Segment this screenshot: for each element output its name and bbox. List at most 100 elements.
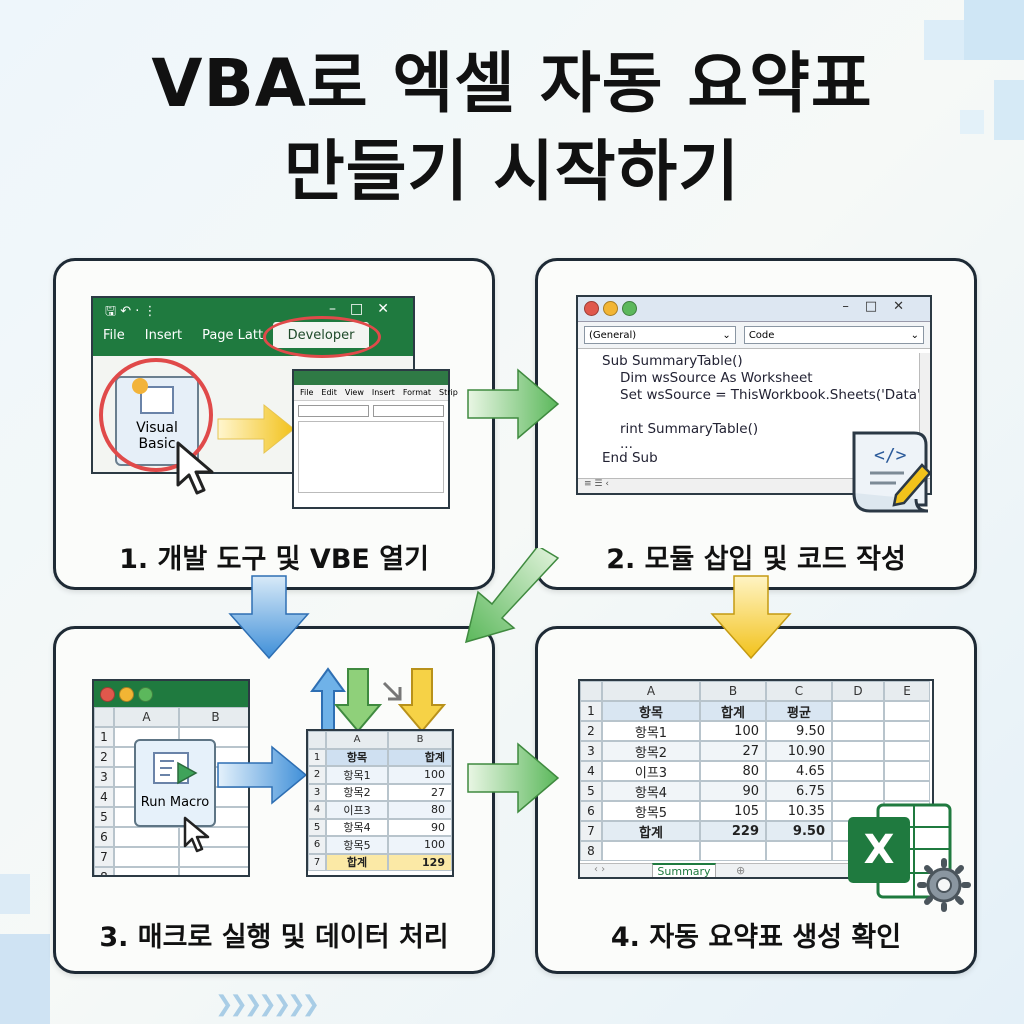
chevron-down-icon: ⌄: [910, 329, 919, 341]
step-4-caption: 4. 자동 요약표 생성 확인: [610, 922, 902, 953]
vbe-menu-view[interactable]: View: [344, 388, 364, 397]
grid-cell[interactable]: [884, 741, 930, 761]
row-header: 5: [580, 781, 602, 801]
summary-cell[interactable]: 이프3: [602, 761, 700, 781]
table-total-cell[interactable]: 100: [388, 766, 452, 784]
tab-insert[interactable]: Insert: [144, 328, 183, 343]
summary-cell[interactable]: 항목5: [602, 801, 700, 821]
summary-cell[interactable]: 4.65: [766, 761, 832, 781]
table-total-cell[interactable]: 27: [388, 783, 452, 801]
grid-cell[interactable]: [114, 827, 179, 847]
grid-cell[interactable]: [179, 847, 248, 867]
general-dropdown[interactable]: (General)⌄: [584, 326, 736, 344]
excel-window: 🖫 ↶ · ⋮ –□✕ File Insert Page Latt Develo…: [91, 296, 415, 474]
column-header: D: [832, 681, 884, 701]
table-total-cell[interactable]: 129: [388, 853, 452, 871]
summary-cell[interactable]: 100: [700, 721, 766, 741]
summary-cell[interactable]: 27: [700, 741, 766, 761]
summary-cell[interactable]: 80: [700, 761, 766, 781]
row-header: 3: [94, 767, 114, 787]
summary-cell[interactable]: 합계: [602, 821, 700, 841]
table-item-cell[interactable]: 이프3: [326, 801, 388, 819]
horizontal-scrollbar[interactable]: ≡ ☰ ‹: [578, 478, 930, 493]
summary-cell[interactable]: 10.90: [766, 741, 832, 761]
tab-file[interactable]: File: [103, 328, 125, 343]
row-header: 2: [94, 747, 114, 767]
row-header: 8: [94, 867, 114, 875]
window-controls: –□✕: [842, 299, 920, 314]
arrow-step2-to-step4-icon: [710, 575, 792, 660]
code-editor[interactable]: Sub SummaryTable() Dim wsSource As Works…: [602, 353, 926, 467]
grid-cell[interactable]: [832, 701, 884, 721]
table-item-cell[interactable]: 항목4: [326, 818, 388, 836]
summary-cell[interactable]: 90: [700, 781, 766, 801]
grid-cell[interactable]: [832, 781, 884, 801]
sheet-nav-arrows-icon[interactable]: ‹ ›: [594, 864, 606, 875]
vbe-menu-edit[interactable]: Edit: [321, 388, 337, 397]
vbe-menu-strip[interactable]: Strip: [439, 388, 458, 397]
row-header: 2: [580, 721, 602, 741]
grid-cell[interactable]: [884, 701, 930, 721]
vbe-dropdown-left[interactable]: [298, 405, 369, 417]
column-header: B: [388, 731, 452, 749]
table-total-cell[interactable]: 90: [388, 818, 452, 836]
vbe-menu-bar: File Edit View Insert Format Strip: [294, 385, 458, 401]
arrow-step2-to-step3-icon: [464, 548, 560, 644]
table-total-cell[interactable]: 합계: [388, 748, 452, 766]
grid-cell[interactable]: [602, 841, 700, 861]
table-item-cell[interactable]: 항목: [326, 748, 388, 766]
mouse-cursor-icon: [176, 441, 214, 495]
grid-cell[interactable]: [884, 721, 930, 741]
table-item-cell[interactable]: 항목5: [326, 836, 388, 854]
grid-cell[interactable]: [832, 721, 884, 741]
grid-cell[interactable]: [700, 841, 766, 861]
excel-title-bar: 🖫 ↶ · ⋮ –□✕ File Insert Page Latt Develo…: [93, 298, 413, 358]
table-item-cell[interactable]: 항목2: [326, 783, 388, 801]
tab-page-layout[interactable]: Page Latt: [202, 328, 264, 343]
table-item-cell[interactable]: 항목1: [326, 766, 388, 784]
summary-cell[interactable]: 평균: [766, 701, 832, 721]
summary-cell[interactable]: 9.50: [766, 821, 832, 841]
grid-cell[interactable]: [884, 761, 930, 781]
table-total-cell[interactable]: 80: [388, 801, 452, 819]
vbe-dropdown-right[interactable]: [373, 405, 444, 417]
ribbon-tabs: File Insert Page Latt: [103, 328, 263, 343]
summary-cell[interactable]: 229: [700, 821, 766, 841]
grid-cell[interactable]: [884, 781, 930, 801]
run-macro-button[interactable]: Run Macro: [134, 739, 216, 827]
summary-cell[interactable]: 항목: [602, 701, 700, 721]
data-flow-arrows-icon: [310, 667, 447, 733]
vbe-menu-format[interactable]: Format: [402, 388, 432, 397]
grid-cell[interactable]: [766, 841, 832, 861]
grid-cell[interactable]: [179, 867, 248, 875]
summary-cell[interactable]: 6.75: [766, 781, 832, 801]
table-total-cell[interactable]: 100: [388, 836, 452, 854]
grid-cell[interactable]: [114, 847, 179, 867]
summary-cell[interactable]: 10.35: [766, 801, 832, 821]
table-item-cell[interactable]: 합계: [326, 853, 388, 871]
grid-cell[interactable]: [832, 761, 884, 781]
grid-cell[interactable]: [179, 827, 248, 847]
sheet-tab-summary[interactable]: Summary: [652, 863, 716, 877]
add-sheet-icon[interactable]: ⊕: [736, 864, 746, 877]
code-dropdown[interactable]: Code⌄: [743, 326, 924, 344]
summary-cell[interactable]: 항목4: [602, 781, 700, 801]
row-header: 7: [94, 847, 114, 867]
developer-highlight-circle: [263, 316, 381, 358]
column-header: B: [179, 707, 248, 727]
grid-cell[interactable]: [114, 867, 179, 875]
summary-cell[interactable]: 9.50: [766, 721, 832, 741]
vertical-scrollbar[interactable]: [919, 353, 930, 473]
vbe-menu-insert[interactable]: Insert: [371, 388, 395, 397]
grid-cell[interactable]: [832, 741, 884, 761]
vbe-dropdowns: [294, 401, 448, 421]
summary-cell[interactable]: 항목2: [602, 741, 700, 761]
chevron-down-icon: ⌄: [722, 329, 731, 341]
summary-cell[interactable]: 합계: [700, 701, 766, 721]
vbe-menu-file[interactable]: File: [300, 388, 314, 397]
summary-cell[interactable]: 105: [700, 801, 766, 821]
corner-cell: [308, 731, 326, 749]
summary-cell[interactable]: 항목1: [602, 721, 700, 741]
